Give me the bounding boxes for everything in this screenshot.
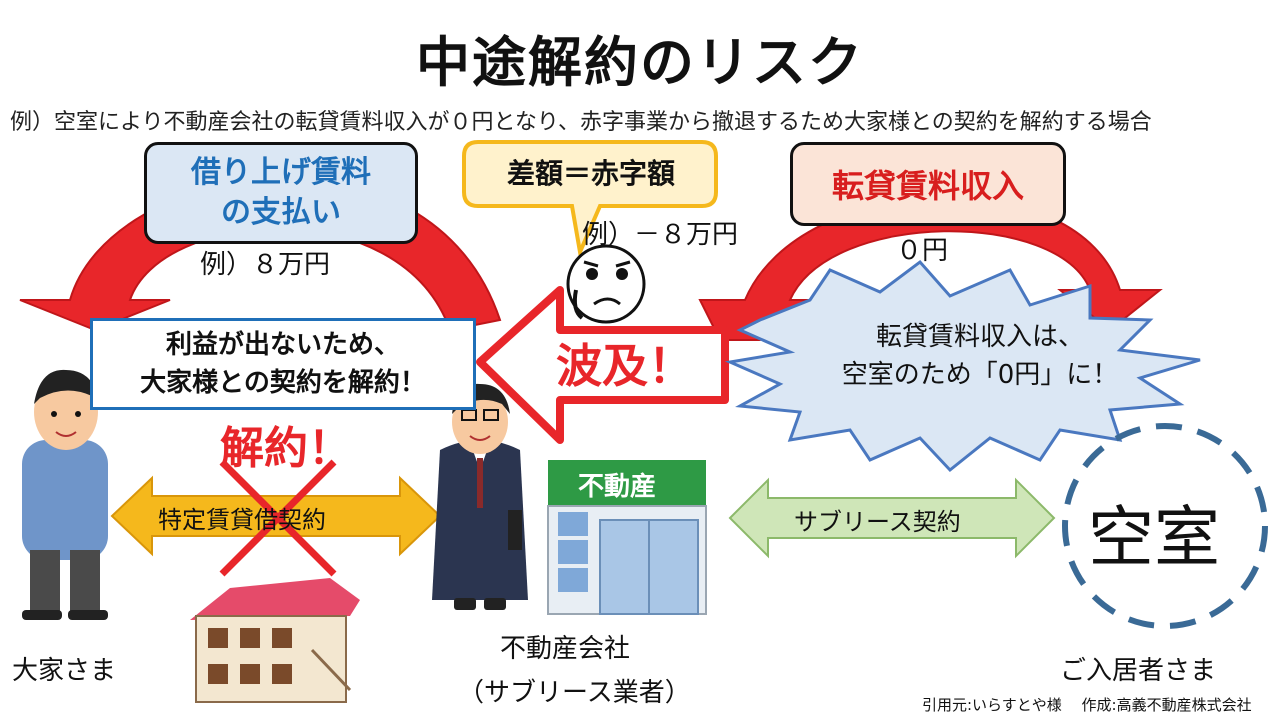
- rent-payment-line2: の支払い: [221, 195, 341, 230]
- deficit-amount: 例）－８万円: [582, 220, 739, 250]
- sublease-double-arrow: [728, 477, 1056, 559]
- company-label: 不動産会社: [500, 634, 631, 664]
- page-subtitle: 例）空室により不動産会社の転貸賃料収入が０円となり、赤字事業から撤退するため大家…: [10, 110, 1152, 135]
- burst-text: 転貸賃料収入は、 空室のため「0円」に！: [790, 318, 1170, 394]
- house-illustration: [190, 578, 360, 703]
- sublease-contract-label: サブリース契約: [794, 508, 961, 536]
- businessman-illustration: [432, 383, 528, 610]
- diff-bubble: [462, 140, 718, 259]
- hakyu-arrow: [476, 286, 729, 444]
- cancel-cross-icon: [219, 459, 337, 577]
- burst-line1: 転貸賃料収入は、: [875, 322, 1084, 352]
- vacancy-dashed-circle: [1062, 423, 1268, 629]
- rent-payment-box: 借り上げ賃料 の支払い: [144, 142, 418, 244]
- page-title: 中途解約のリスク: [416, 31, 864, 94]
- burst-shape: [724, 259, 1201, 473]
- notice-line2: 大家様との契約を解約！: [140, 368, 426, 398]
- landlord-illustration: [22, 369, 108, 620]
- hakyu-label: 波及！: [556, 339, 694, 393]
- worried-face-icon: [566, 244, 646, 324]
- credit-line: 引用元:いらすとや様 作成:高義不動産株式会社: [922, 696, 1252, 714]
- real-estate-building-illustration: [547, 460, 707, 615]
- sublease-income-box: 転貸賃料収入: [790, 142, 1066, 226]
- diff-bubble-text: 差額＝赤字額: [506, 157, 675, 190]
- building-sign: 不動産: [578, 472, 657, 502]
- vacancy-label: 空室: [1088, 499, 1220, 576]
- termination-notice-box: 利益が出ないため、 大家様との契約を解約！: [90, 318, 476, 410]
- kaiyaku-label: 解約！: [220, 423, 352, 474]
- burst-line2: 空室のため「0円」に！: [841, 360, 1119, 390]
- landlord-label: 大家さま: [12, 656, 117, 686]
- rent-payment-line1: 借り上げ賃料: [191, 155, 371, 190]
- rent-amount: 例）８万円: [200, 250, 331, 280]
- notice-line1: 利益が出ないため、: [165, 330, 400, 360]
- tokutei-contract-label: 特定賃貸借契約: [158, 506, 326, 534]
- company-sublabel: （サブリース業者）: [458, 678, 691, 708]
- resident-label: ご入居者さま: [1060, 656, 1217, 686]
- income-amount: ０円: [896, 236, 949, 266]
